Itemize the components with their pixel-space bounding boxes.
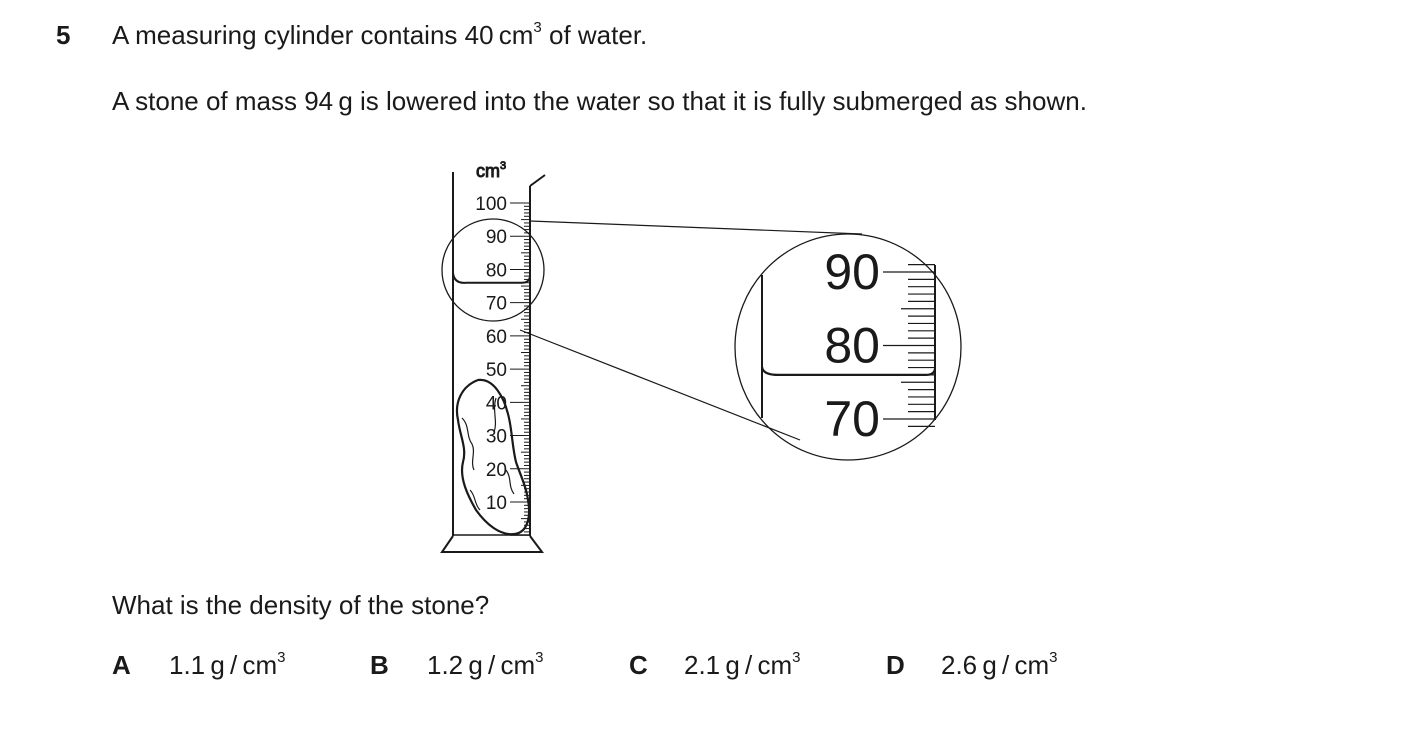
line1-superscript: 3 (533, 19, 542, 36)
scale-label: 100 (475, 194, 507, 215)
magnifier: 90 80 70 (441, 218, 962, 461)
option-letter: D (886, 650, 905, 680)
zoom-scale-label: 70 (824, 391, 880, 447)
scale-label: 20 (486, 460, 507, 481)
scale-label: 80 (486, 260, 507, 281)
option-letter: A (112, 650, 131, 680)
question-line-2: A stone of mass 94 g is lowered into the… (112, 86, 1087, 116)
scale-label: 30 (486, 427, 507, 448)
option-d[interactable]: D 2.6 g / cm3 (886, 650, 1057, 681)
zoom-scale-labels: 90 80 70 (824, 244, 880, 447)
stone-crack (469, 489, 481, 511)
scale-label: 40 (486, 393, 507, 414)
option-value: 2.6 g / cm3 (941, 649, 1058, 680)
scale-label: 10 (486, 493, 507, 514)
option-value: 1.2 g / cm3 (427, 649, 544, 680)
option-value: 2.1 g / cm3 (684, 649, 801, 680)
large-magnifier-circle (734, 233, 962, 461)
option-letter: C (629, 650, 648, 680)
scale-label: 70 (486, 294, 507, 315)
zoom-water-meniscus (760, 366, 937, 376)
zoom-scale-label: 90 (824, 244, 880, 300)
option-value: 1.1 g / cm3 (169, 649, 286, 680)
zoom-scale-ticks (883, 264, 935, 427)
option-letter: B (370, 650, 389, 680)
stone-crack (505, 469, 515, 495)
question-number: 5 (56, 20, 71, 50)
unit-label: cm3 (476, 160, 506, 181)
magnifier-guide-line (529, 220, 863, 235)
option-b[interactable]: B 1.2 g / cm3 (370, 650, 543, 681)
scale-label: 90 (486, 227, 507, 248)
zoom-scale-label: 80 (824, 318, 880, 374)
line1-text: A measuring cylinder contains 40 cm (112, 20, 534, 50)
stone-crack (493, 397, 497, 433)
water-meniscus (452, 272, 531, 284)
question-prompt: What is the density of the stone? (112, 590, 490, 620)
magnifier-guide-line (519, 329, 801, 441)
stone-crack (461, 417, 475, 471)
option-a[interactable]: A 1.1 g / cm3 (112, 650, 285, 681)
cylinder-base (440, 535, 544, 553)
cylinder-scale-labels: 100 90 80 70 60 50 40 30 20 10 (475, 194, 507, 514)
cylinder-spout (529, 174, 546, 187)
line1-tail: of water. (541, 20, 648, 50)
small-magnifier-circle (441, 218, 545, 322)
question-line-1: A measuring cylinder contains 40 cm3 of … (112, 20, 647, 51)
option-c[interactable]: C 2.1 g / cm3 (629, 650, 800, 681)
scale-label: 60 (486, 327, 507, 348)
measuring-cylinder: cm3 100 90 80 70 60 50 40 30 20 10 (440, 160, 546, 553)
scale-label: 50 (486, 360, 507, 381)
stone (455, 378, 531, 536)
